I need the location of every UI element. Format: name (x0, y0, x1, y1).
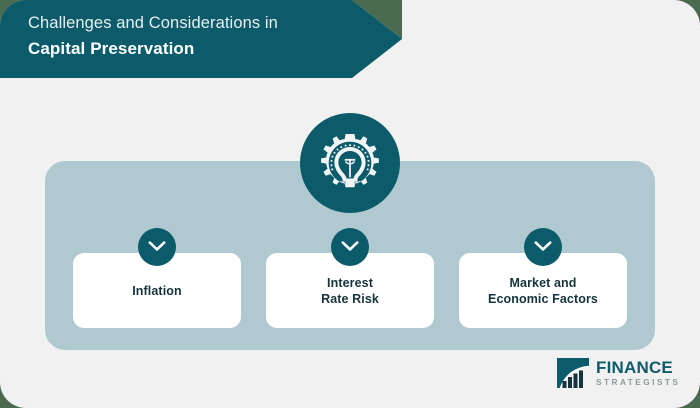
card-label: Inflation (132, 283, 182, 298)
chevron-down-icon[interactable] (138, 228, 176, 266)
cards-row: Inflation Interest Rate Risk Market and … (45, 228, 655, 338)
brand-tagline: STRATEGISTS (596, 376, 681, 387)
card-label: Interest Rate Risk (321, 275, 379, 306)
chevron-down-icon[interactable] (331, 228, 369, 266)
brand-logo: FINANCE STRATEGISTS (556, 356, 680, 390)
gear-lightbulb-icon (300, 113, 400, 213)
chevron-down-icon[interactable] (524, 228, 562, 266)
brand-name: FINANCE (596, 357, 673, 377)
header-title-line-1: Challenges and Considerations in (28, 14, 278, 32)
brand-text: FINANCE STRATEGISTS (596, 359, 680, 388)
card-market-and-economic-factors[interactable]: Market and Economic Factors (459, 253, 627, 328)
header-banner: Challenges and Considerations in Capital… (0, 0, 402, 78)
card-label: Market and Economic Factors (488, 275, 598, 306)
finance-strategists-bar-chart-icon (557, 358, 590, 389)
header-title-line-2: Capital Preservation (28, 39, 195, 58)
